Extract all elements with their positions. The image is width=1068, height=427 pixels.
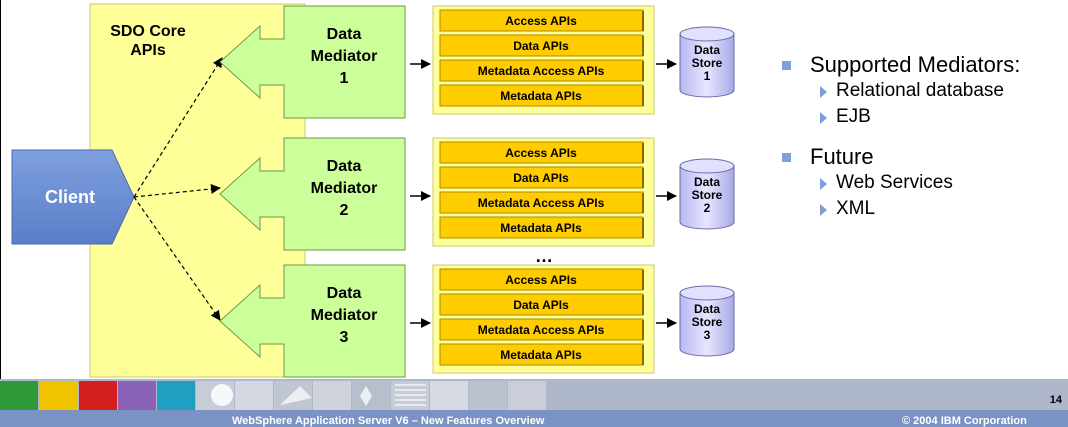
mediator-1-shape [219, 5, 406, 119]
bullet-triangle-icon [820, 178, 827, 190]
client-shape [11, 149, 135, 245]
sub-bullet-web-services: Web Services [782, 170, 1068, 196]
api-label: Metadata APIs [500, 348, 582, 362]
footer-circle-mark [211, 384, 233, 406]
api-label: Data APIs [513, 39, 569, 53]
data-store-2-icon [679, 158, 735, 230]
footer-star-mark [360, 386, 372, 406]
footer-tile [0, 381, 38, 410]
api-label: Metadata Access APIs [478, 196, 605, 210]
api-label: Metadata Access APIs [478, 64, 605, 78]
client-to-mediator-2-arrow [133, 183, 221, 198]
ellipsis-label: … [535, 246, 553, 266]
footer-title: WebSphere Application Server V6 – New Fe… [232, 415, 545, 427]
footer-shape-mark [280, 386, 312, 405]
sub-bullet-ejb: EJB [782, 104, 1068, 130]
data-store-3-icon [679, 285, 735, 357]
footer-tile [235, 381, 273, 410]
footer-tile [313, 381, 351, 410]
bullet-triangle-icon [820, 86, 827, 98]
footer-tile [118, 381, 156, 410]
page-number: 14 [1049, 394, 1062, 406]
bullet-triangle-icon [820, 112, 827, 124]
api-label: Data APIs [513, 171, 569, 185]
bullet-square-icon [782, 153, 791, 162]
sub-bullet-xml: XML [782, 196, 1068, 222]
footer-tile [508, 381, 546, 410]
footer-tile [157, 381, 195, 410]
sub-bullet-relational-database: Relational database [782, 78, 1068, 104]
footer-copyright: © 2004 IBM Corporation [902, 415, 1027, 427]
data-store-1-icon [679, 26, 735, 98]
footer-tile [79, 381, 117, 410]
footer-text-band [0, 410, 1068, 427]
bullet-square-icon [782, 61, 791, 70]
mediator-2-shape [219, 137, 406, 251]
footer-tile [430, 381, 468, 410]
footer-tile [40, 381, 78, 410]
client-label: Client [45, 187, 95, 207]
bullet-supported-mediators: Supported Mediators: [782, 52, 1068, 78]
api-label: Metadata APIs [500, 221, 582, 235]
footer-tile [469, 381, 507, 410]
api-label: Data APIs [513, 298, 569, 312]
api-label: Metadata APIs [500, 89, 582, 103]
mediator-3-shape [219, 264, 406, 378]
api-label: Metadata Access APIs [478, 323, 605, 337]
bullet-future: Future [782, 144, 1068, 170]
bullet-list: Supported Mediators: Relational database… [782, 52, 1068, 222]
api-label: Access APIs [505, 14, 577, 28]
bullet-triangle-icon [820, 204, 827, 216]
api-label: Access APIs [505, 146, 577, 160]
api-label: Access APIs [505, 273, 577, 287]
